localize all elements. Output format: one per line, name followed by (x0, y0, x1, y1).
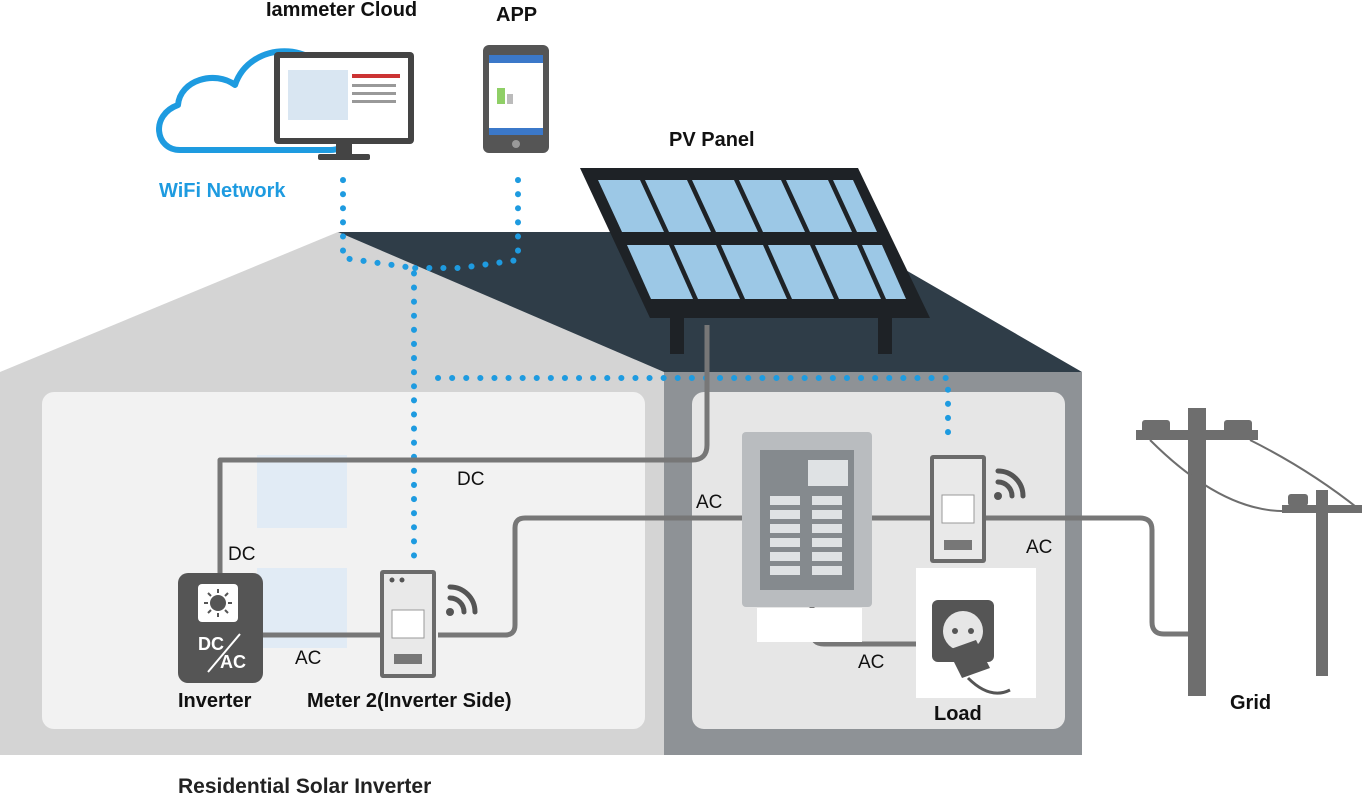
breaker-panel-icon (742, 432, 872, 642)
wires (217, 325, 1190, 647)
inverter-icon (178, 573, 263, 683)
wifi-dotted-lines (340, 177, 951, 563)
socket-icon (916, 568, 1036, 698)
plug-icon (948, 640, 1011, 695)
dc-label-left: DC (228, 544, 256, 565)
monitor-icon (274, 52, 414, 160)
cloud-label: Iammeter Cloud (266, 0, 418, 21)
ac-label-load: AC (858, 652, 885, 673)
load-label: Load (934, 703, 982, 725)
utility-pole-icon (1136, 408, 1362, 696)
inverter-label: Inverter (178, 690, 252, 712)
meter-device-icon (380, 570, 436, 678)
meter-device-icon-grid (930, 455, 986, 563)
dc-label-top: DC (457, 469, 485, 490)
phone-icon (483, 45, 549, 153)
wifi-network-label: WiFi Network (159, 180, 286, 202)
ac-label-panel: AC (696, 492, 723, 513)
grid-label: Grid (1230, 692, 1272, 714)
solar-cells (598, 180, 906, 299)
ac-label-inverter: AC (295, 648, 322, 669)
inverter-dc-text: DC (198, 634, 224, 654)
ac-label-grid: AC (1026, 537, 1053, 558)
solar-panel (580, 168, 930, 354)
diagram-caption: Residential Solar Inverter (178, 775, 432, 798)
sun-icon (204, 589, 232, 617)
app-label: APP (496, 4, 538, 26)
inverter-ac-text: AC (220, 652, 246, 672)
wifi-signal-icon (446, 584, 478, 616)
pv-panel-label: PV Panel (669, 129, 755, 151)
wifi-signal-icon-grid (994, 468, 1026, 500)
meter2-label: Meter 2(Inverter Side) (307, 690, 512, 712)
